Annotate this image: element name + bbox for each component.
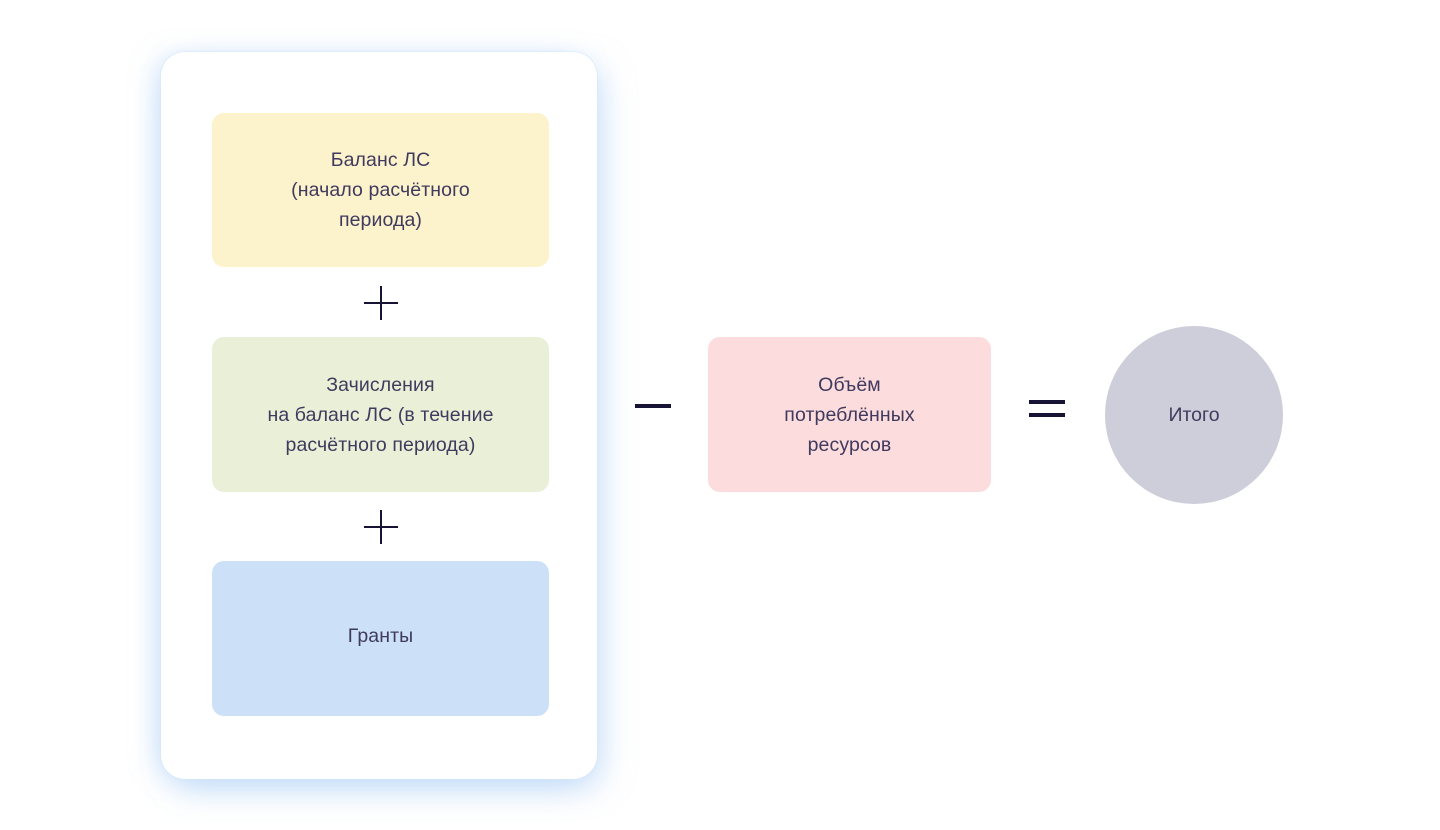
- minus-icon-bar: [635, 404, 671, 408]
- plus-icon-vertical-bar: [380, 286, 382, 320]
- card-grants: Гранты: [212, 561, 549, 716]
- plus-icon: [364, 286, 398, 320]
- equals-icon-top-bar: [1029, 400, 1065, 404]
- card-balance: Баланс ЛС (начало расчётного периода): [212, 113, 549, 267]
- card-consumed-resources: Объём потреблённых ресурсов: [708, 337, 991, 492]
- equals-icon-bottom-bar: [1029, 413, 1065, 417]
- circle-total: Итого: [1105, 326, 1283, 504]
- plus-icon-vertical-bar: [380, 510, 382, 544]
- minus-icon: [635, 404, 671, 408]
- card-credits: Зачисления на баланс ЛС (в течение расчё…: [212, 337, 549, 492]
- plus-icon: [364, 510, 398, 544]
- equals-icon: [1029, 400, 1065, 417]
